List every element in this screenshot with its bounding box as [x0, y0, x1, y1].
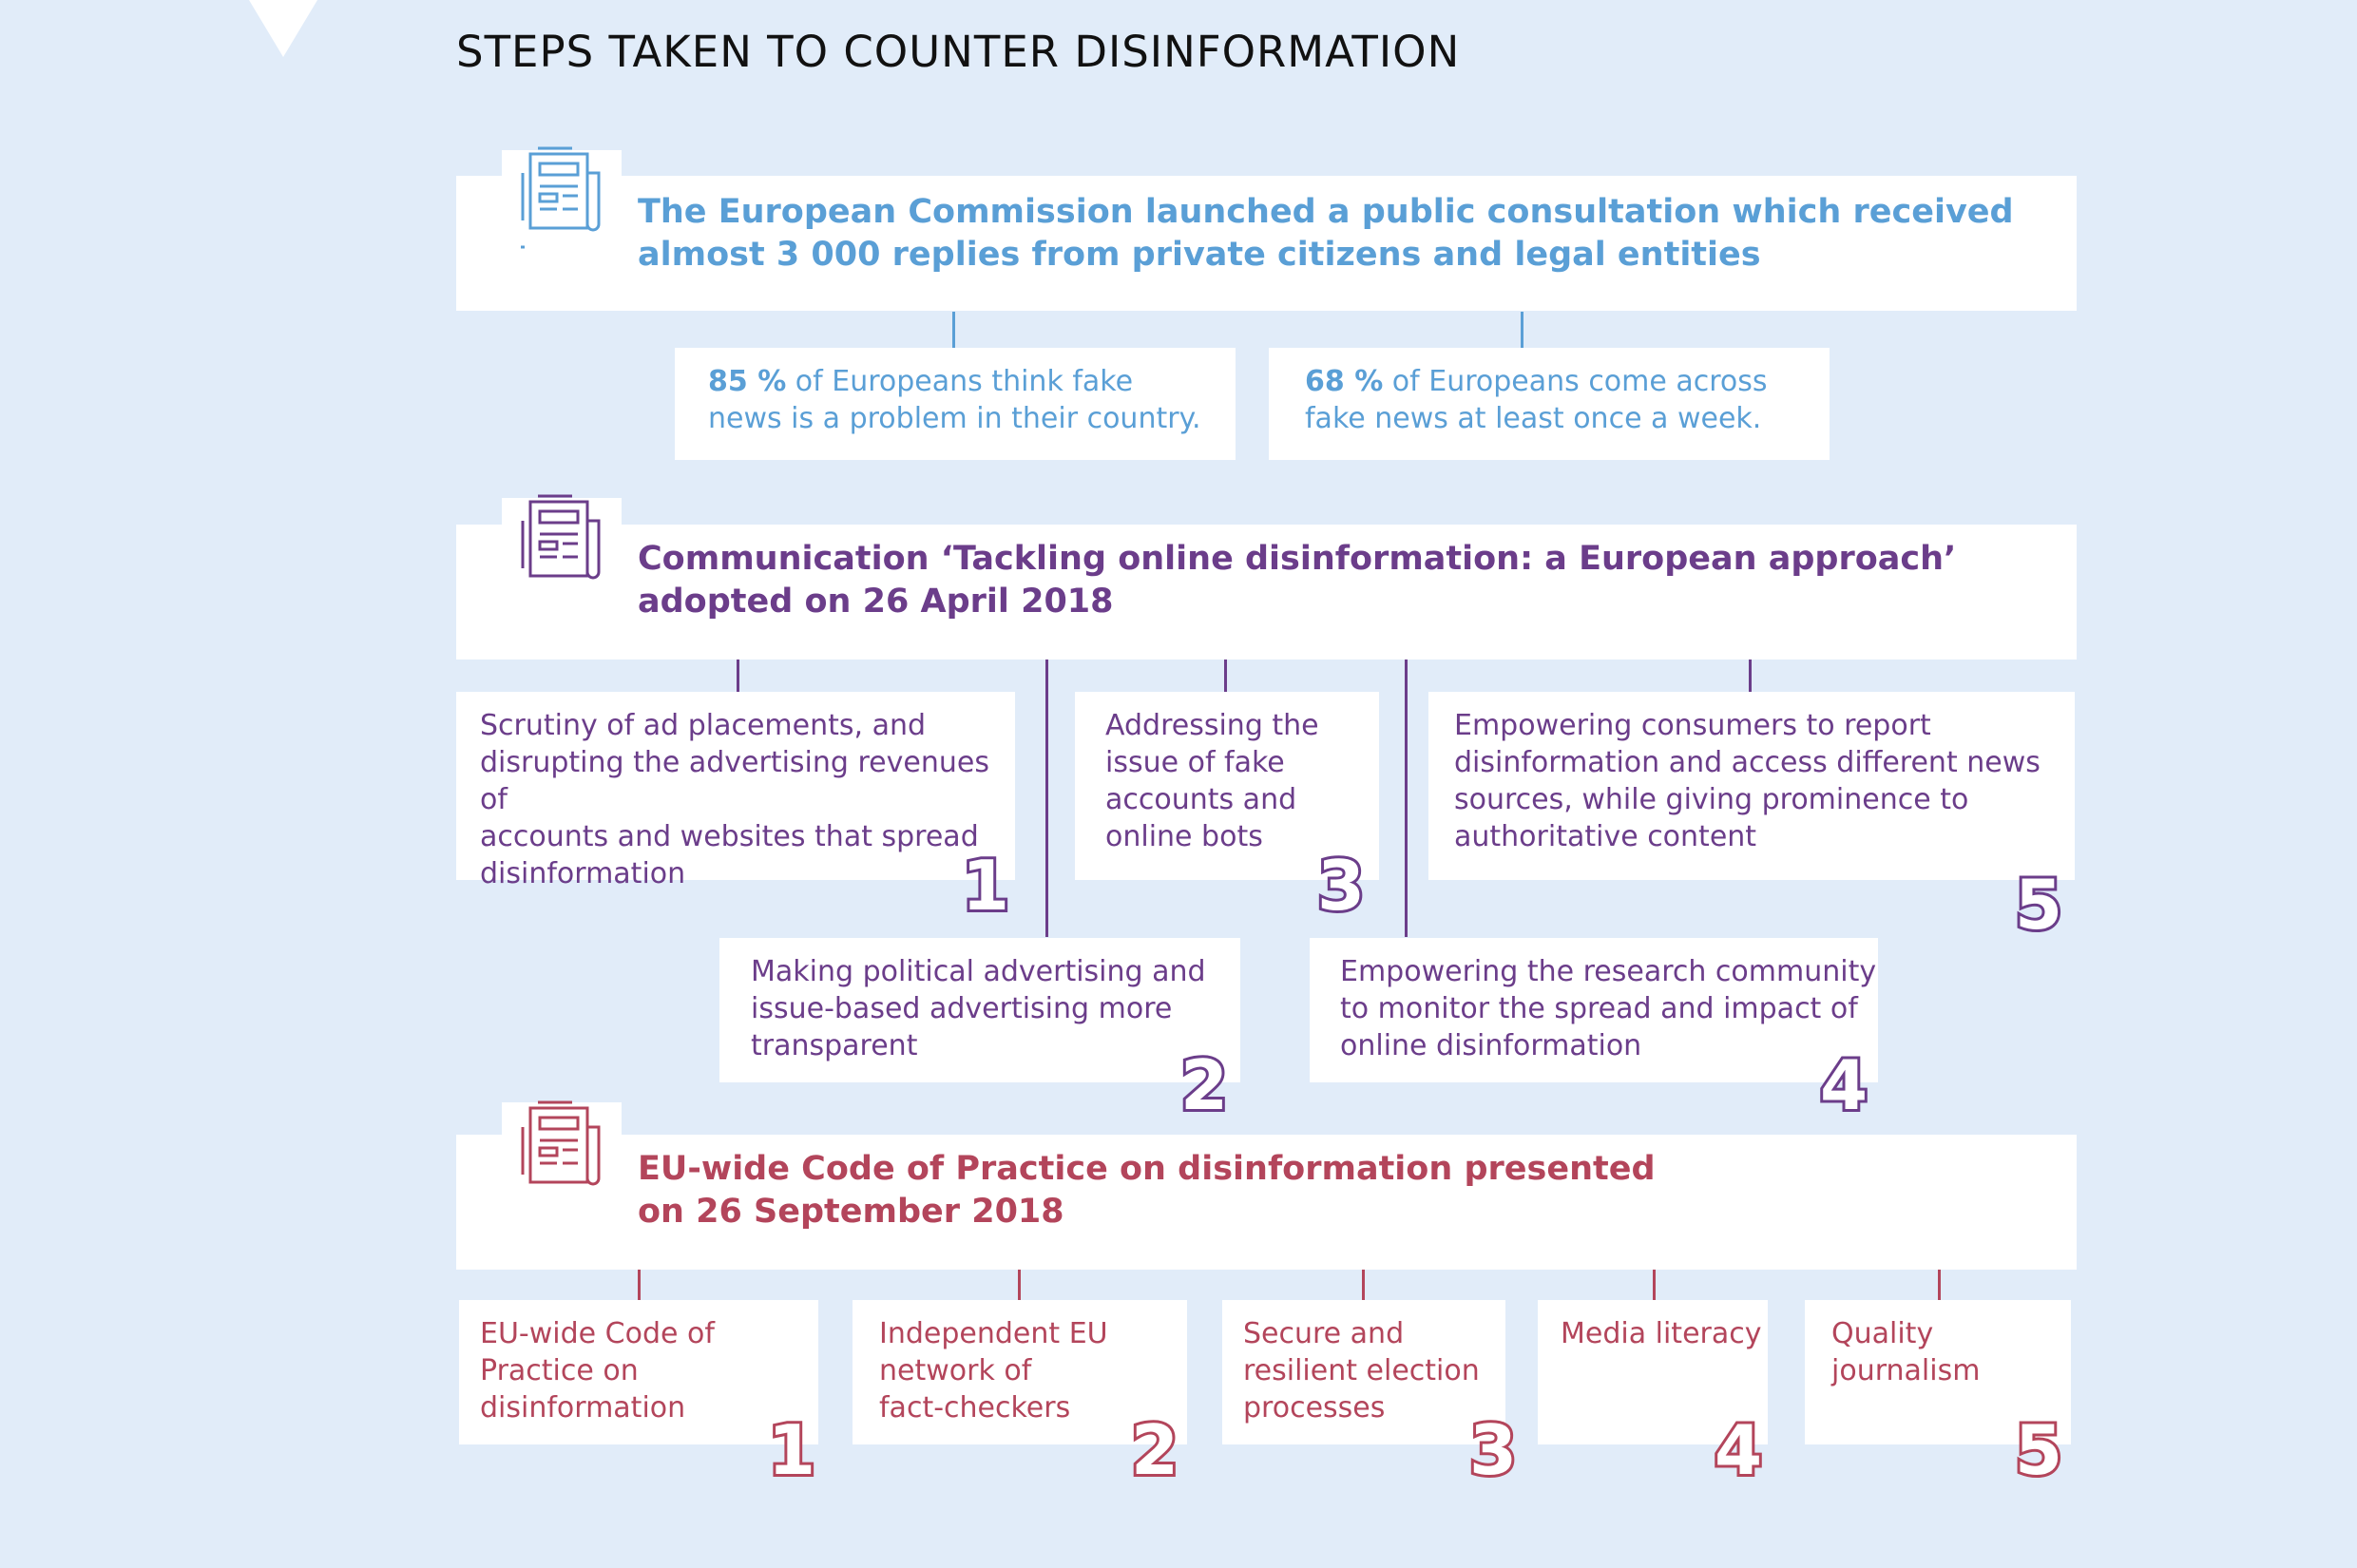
connector-line: [1405, 660, 1408, 937]
connector-line: [1938, 1270, 1941, 1300]
communication-header: Communication ‘Tackling online disinform…: [638, 540, 1957, 621]
code-header-box: [456, 1135, 2077, 1270]
code-item-4: Media literacy: [1538, 1300, 1768, 1444]
stat-value: 85 %: [708, 365, 787, 398]
newspaper-icon: [521, 494, 601, 580]
newspaper-icon: [521, 146, 601, 249]
step-number: 2: [1178, 1045, 1231, 1125]
step-number: 1: [959, 846, 1012, 926]
connector-line: [1362, 1270, 1365, 1300]
corner-notch: [226, 0, 340, 57]
connector-line: [952, 312, 955, 348]
connector-line: [1653, 1270, 1656, 1300]
connector-line: [1749, 660, 1752, 692]
code-header: EU-wide Code of Practice on disinformati…: [638, 1150, 1656, 1231]
consultation-header: The European Commission launched a publi…: [638, 193, 2014, 274]
communication-header-box: [456, 525, 2077, 660]
consultation-header-box: [456, 176, 2077, 311]
step-number: 5: [2012, 1410, 2065, 1490]
step-number: 1: [765, 1410, 818, 1490]
stat-value: 68 %: [1305, 365, 1384, 398]
connector-line: [1224, 660, 1227, 692]
step-number: 4: [1712, 1410, 1765, 1490]
connector-line: [1521, 312, 1523, 348]
step-number: 2: [1128, 1410, 1181, 1490]
connector-line: [737, 660, 739, 692]
connector-line: [1018, 1270, 1021, 1300]
step-number: 5: [2012, 865, 2065, 945]
page-title: STEPS TAKEN TO COUNTER DISINFORMATION: [456, 27, 1461, 77]
step-number: 3: [1466, 1410, 1520, 1490]
newspaper-icon: [521, 1100, 601, 1186]
connector-line: [638, 1270, 641, 1300]
step-number: 4: [1817, 1045, 1870, 1125]
connector-line: [1045, 660, 1048, 937]
step-number: 3: [1314, 846, 1368, 926]
